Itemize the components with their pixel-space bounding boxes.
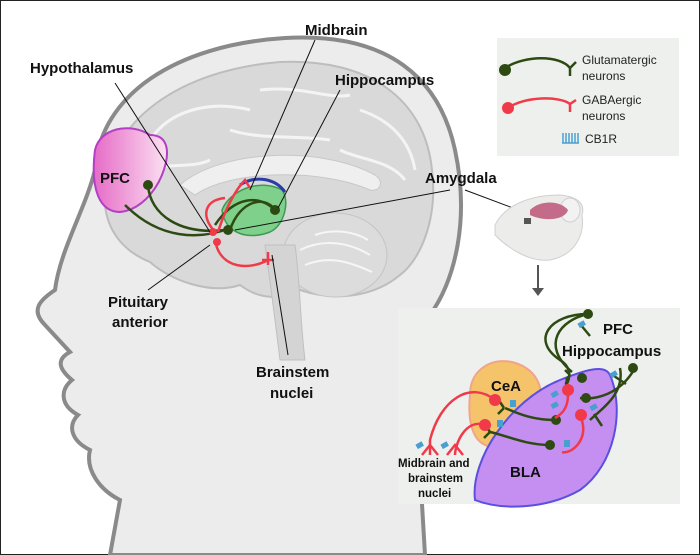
inset-cb1r-markers <box>415 320 618 450</box>
inset-pfc-soma <box>583 309 593 319</box>
head-glutamatergic-pathways <box>124 184 277 237</box>
amygdala-neuron-soma <box>223 225 233 235</box>
down-arrow-icon <box>532 265 544 296</box>
inset-bla-soma-3 <box>551 415 561 425</box>
hypothalamus-gaba-soma <box>209 228 217 236</box>
inset-bla-label: BLA <box>510 464 541 481</box>
inset-midbrain-label-line1: Midbrain and <box>398 458 470 470</box>
hippocampus-label: Hippocampus <box>335 72 434 89</box>
legend-gabaergic-line2: neurons <box>582 109 625 123</box>
inset-bla-soma-4 <box>545 440 555 450</box>
legend-gabaergic-line1: GABAergic <box>582 93 641 107</box>
inset-cea-gaba-soma-1 <box>489 394 501 406</box>
inset-pfc-label: PFC <box>603 321 633 338</box>
brainstem-label-line2: nuclei <box>270 385 313 402</box>
pituitary-label-line2: anterior <box>112 314 168 331</box>
rat-amygdala-marker <box>524 218 531 224</box>
pituitary-label-line1: Pituitary <box>108 294 169 311</box>
midbrain-label: Midbrain <box>305 22 368 39</box>
inset-cea-label: CeA <box>491 378 521 395</box>
leader-lines <box>114 39 546 356</box>
amygdala-inset: PFC Hippocampus CeA BLA Midbrain and bra… <box>398 308 680 508</box>
gabaergic-legend-soma <box>502 102 514 114</box>
inset-glutamatergic-paths <box>483 312 637 447</box>
gabaergic-legend-icon <box>507 97 577 112</box>
inset-hippocampus-label: Hippocampus <box>562 343 661 360</box>
hippocampus-region <box>221 184 287 237</box>
inset-cea-gaba-soma-2 <box>479 419 491 431</box>
hippocampus-neuron-soma <box>270 205 280 215</box>
inset-bla-gaba-soma-1 <box>562 384 574 396</box>
pfc-neuron-soma <box>143 180 153 190</box>
legend-glutamatergic-line1: Glutamatergic <box>582 53 657 67</box>
inset-bla-soma-1 <box>577 373 587 383</box>
glutamatergic-legend-soma <box>499 64 511 76</box>
legend-cb1r: CB1R <box>585 132 617 146</box>
inset-hippocampus-soma <box>628 363 638 373</box>
legend-glutamatergic-line2: neurons <box>582 69 625 83</box>
bla-region <box>473 368 618 508</box>
head-gabaergic-pathways <box>205 178 274 268</box>
cb1r-legend-icon <box>562 133 579 144</box>
amygdala-label: Amygdala <box>425 170 497 187</box>
inset-bla-gaba-soma-2 <box>575 409 587 421</box>
glutamatergic-legend-icon <box>504 57 577 76</box>
legend: Glutamatergic neurons GABAergic neurons … <box>497 38 679 156</box>
hypothalamus-label: Hypothalamus <box>30 60 133 77</box>
pfc-label: PFC <box>100 170 130 187</box>
rat-head <box>494 194 584 261</box>
brainstem-label-line1: Brainstem <box>256 364 329 381</box>
inset-bla-soma-2 <box>581 393 591 403</box>
pituitary-gaba-soma <box>213 238 221 246</box>
inset-midbrain-label-line3: nuclei <box>418 488 451 500</box>
inset-midbrain-label-line2: brainstem <box>408 473 463 485</box>
